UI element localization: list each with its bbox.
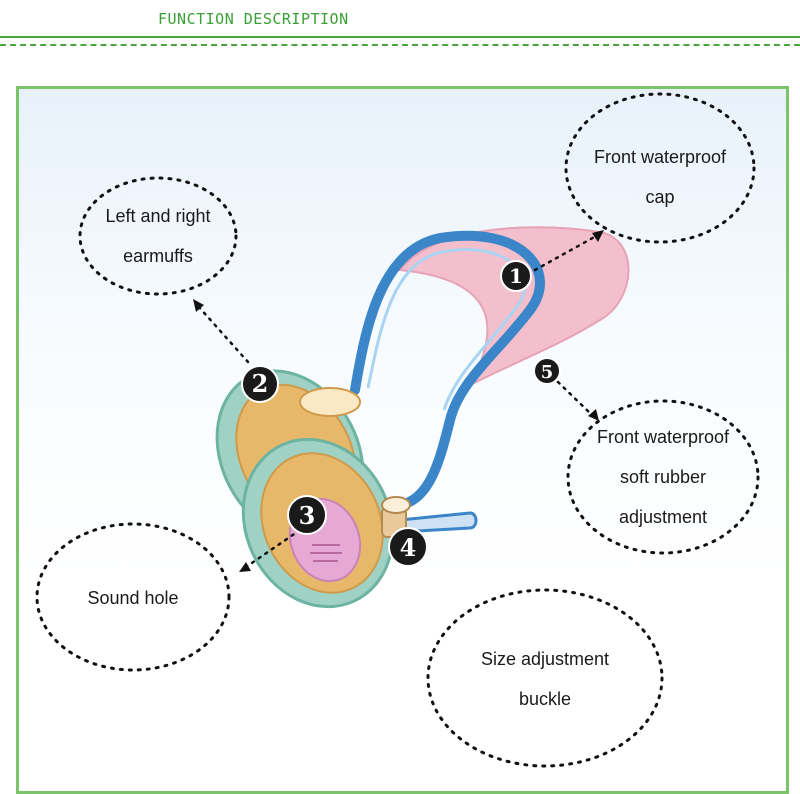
label-front-waterproof-cap: Front waterproof cap [566, 137, 754, 217]
arrowhead-cap [592, 230, 604, 242]
bubble-buckle [426, 588, 664, 768]
header-dashed-divider [0, 44, 800, 46]
label-line: Sound hole [87, 588, 179, 608]
label-line: Front waterproof [593, 147, 727, 167]
marker-5: 5 [541, 362, 554, 383]
head-band-outer [350, 230, 545, 510]
strap-tail [399, 511, 478, 534]
label-line: buckle [518, 689, 572, 709]
label-line: Left and right [105, 206, 211, 226]
arrow-earmuffs [196, 304, 250, 364]
markers: 1 2 3 4 5 [241, 260, 561, 567]
label-line: soft rubber [619, 467, 707, 487]
label-earmuffs: Left and right earmuffs [80, 196, 236, 276]
arrowhead-rubber [588, 409, 599, 421]
bubble-rubber [566, 399, 760, 555]
arrowhead-earmuffs [193, 299, 204, 312]
arrow-rubber [556, 380, 594, 417]
arrowhead-sound-hole [239, 562, 251, 572]
label-line: earmuffs [123, 246, 193, 266]
diagram-panel [16, 86, 789, 794]
header-title: FUNCTION DESCRIPTION [158, 10, 349, 28]
label-line: cap [645, 187, 675, 207]
label-size-adjustment-buckle: Size adjustment buckle [428, 639, 662, 719]
bubble-sound-hole [35, 522, 231, 672]
marker-3: 3 [299, 501, 316, 530]
label-line: Front waterproof [596, 427, 730, 447]
bubble-cap [564, 92, 756, 244]
marker-4: 4 [400, 533, 417, 562]
label-line: Size adjustment [480, 649, 610, 669]
bubble-earmuffs [78, 176, 238, 296]
label-sound-hole: Sound hole [37, 578, 229, 618]
marker-1: 1 [509, 264, 523, 288]
head-band-inner [366, 248, 526, 411]
arrow-sound-hole [244, 528, 302, 569]
marker-2: 2 [252, 369, 269, 398]
header-divider [0, 36, 800, 38]
waterproof-cap-shape [398, 226, 630, 388]
label-line: adjustment [618, 507, 708, 527]
label-soft-rubber-adjustment: Front waterproof soft rubber adjustment [568, 417, 758, 537]
